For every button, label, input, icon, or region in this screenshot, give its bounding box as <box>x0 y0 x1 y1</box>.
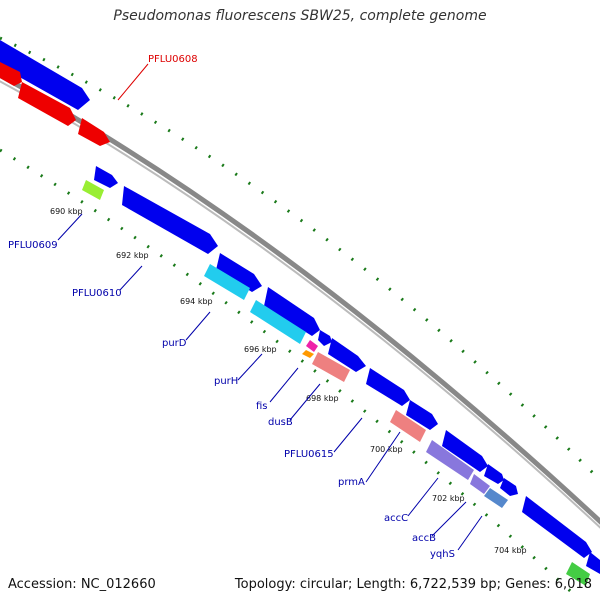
gene-label-pflu0608[interactable]: PFLU0608 <box>148 54 198 65</box>
scale-label: 694 kbp <box>180 297 213 306</box>
gene-outer-8[interactable] <box>366 368 410 406</box>
accession-text: Accession: NC_012660 <box>8 577 156 592</box>
scale-label: 698 kbp <box>306 394 339 403</box>
gene-outer-2[interactable] <box>94 166 118 188</box>
gene-label-fis[interactable]: fis <box>256 401 268 412</box>
gene-outer-5[interactable] <box>264 287 320 336</box>
gene-label-accc[interactable]: accC <box>384 513 408 524</box>
genome-summary-text: Topology: circular; Length: 6,722,539 bp… <box>234 577 592 592</box>
scale-label: 700 kbp <box>370 445 403 454</box>
gene-purple-2[interactable] <box>470 474 490 494</box>
leader-line <box>237 353 263 381</box>
map-title: Pseudomonas fluorescens SBW25, complete … <box>113 8 487 24</box>
gene-outer-13[interactable] <box>522 496 592 558</box>
gene-label-yqhs[interactable]: yqhS <box>430 549 455 560</box>
gene-outer-6[interactable] <box>318 330 332 346</box>
leader-line <box>289 383 321 421</box>
colored-genes <box>0 62 590 586</box>
gene-label-pflu0609[interactable]: PFLU0609 <box>8 240 58 251</box>
outer-tick-ring <box>0 36 600 482</box>
gene-magenta[interactable] <box>306 340 318 352</box>
inner-tick-ring <box>0 148 582 600</box>
gene-salmon-2[interactable] <box>390 410 426 442</box>
leader-lines <box>57 63 483 551</box>
gene-salmon-1[interactable] <box>312 352 350 382</box>
gene-red-3[interactable] <box>78 118 110 146</box>
leader-line <box>185 311 211 341</box>
scale-labels: 690 kbp 692 kbp 694 kbp 696 kbp 698 kbp … <box>50 207 527 555</box>
leader-line <box>407 477 439 517</box>
scale-label: 692 kbp <box>116 251 149 260</box>
gene-label-accb[interactable]: accB <box>412 533 436 544</box>
backbone-outer <box>0 72 600 525</box>
scale-label: 696 kbp <box>244 345 277 354</box>
gene-label-dusb[interactable]: dusB <box>268 417 293 428</box>
gene-label-purd[interactable]: purD <box>162 338 187 349</box>
gene-purple-1[interactable] <box>426 440 474 480</box>
gene-cyan-1[interactable] <box>204 264 250 300</box>
gene-outer-10[interactable] <box>442 430 488 472</box>
scale-label: 704 kbp <box>494 546 527 555</box>
gene-outer-4[interactable] <box>216 253 262 292</box>
gene-lime[interactable] <box>82 180 104 200</box>
leader-line <box>117 63 149 101</box>
gene-outer-9[interactable] <box>406 400 438 430</box>
gene-outer-7[interactable] <box>328 338 366 372</box>
backbone-inner <box>0 80 600 529</box>
gene-green[interactable] <box>566 562 590 586</box>
gene-orange[interactable] <box>302 350 314 358</box>
scale-label: 690 kbp <box>50 207 83 216</box>
gene-labels: PFLU0608 PFLU0609 PFLU0610 purD purH fis… <box>8 54 455 560</box>
leader-line <box>365 431 401 483</box>
gene-label-purh[interactable]: purH <box>214 376 238 387</box>
gene-outer-14[interactable] <box>586 552 600 574</box>
leader-line <box>119 265 143 291</box>
scale-label: 702 kbp <box>432 494 465 503</box>
gene-outer-3[interactable] <box>122 186 218 254</box>
leader-line <box>333 417 363 453</box>
gene-cyan-2[interactable] <box>250 300 306 344</box>
outer-strand-genes <box>0 40 600 574</box>
gene-outer-1[interactable] <box>0 40 90 110</box>
gene-red-2[interactable] <box>18 82 76 126</box>
leader-line <box>269 367 299 403</box>
gene-label-pflu0610[interactable]: PFLU0610 <box>72 288 122 299</box>
leader-line <box>457 515 483 551</box>
gene-outer-12[interactable] <box>500 478 518 496</box>
gene-red-1[interactable] <box>0 62 22 86</box>
leader-line <box>57 213 83 241</box>
gene-label-pflu0615[interactable]: PFLU0615 <box>284 449 334 460</box>
gene-steelblue[interactable] <box>484 488 508 508</box>
gene-outer-11[interactable] <box>484 464 504 484</box>
gene-label-prma[interactable]: prmA <box>338 477 365 488</box>
leader-line <box>431 501 467 537</box>
